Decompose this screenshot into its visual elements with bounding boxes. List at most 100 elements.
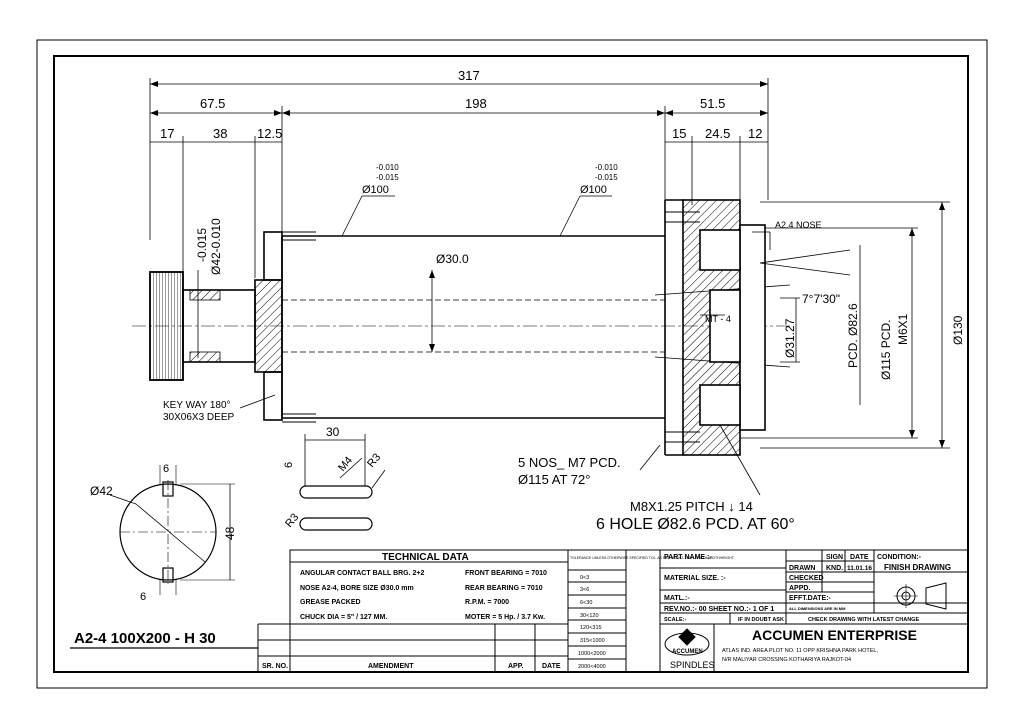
nose-label: A2.4 NOSE	[775, 220, 822, 230]
tb-matl: MATL.:-	[664, 595, 690, 602]
dimension-text: 317 67.5 198 51.5 17 38 12.5 15 24.5 12 …	[90, 68, 965, 603]
tb-addr2: N/R MALIYAR CROSSING KOTHARIYA RAJKOT-04	[722, 657, 851, 663]
technical-data-table	[257, 549, 661, 673]
key-r3-b: R3	[283, 511, 301, 529]
dia-30: Ø30.0	[436, 252, 469, 266]
dia-42-tol-1: -0.015	[195, 228, 209, 262]
section-6-bottom: 6	[140, 591, 146, 603]
dim-12: 12	[748, 126, 762, 141]
dia-130: Ø130	[951, 315, 965, 345]
dim-mid-section: 198	[465, 96, 487, 111]
tol-row-0: 0<3	[580, 575, 589, 581]
dia-42-tol-2: Ø42-0.010	[209, 218, 223, 275]
tol-left-2: -0.015	[376, 173, 399, 182]
spindle-body	[132, 199, 851, 456]
amend-sr: SR. NO.	[262, 663, 288, 670]
tb-drawn-date: 11.01.16	[847, 565, 872, 572]
m8-note-2: 6 HOLE Ø82.6 PCD. AT 60°	[596, 516, 795, 533]
section-48: 48	[223, 526, 237, 540]
tb-date: DATE	[850, 554, 869, 561]
key-detail	[299, 434, 386, 531]
dim-15: 15	[672, 126, 686, 141]
dim-left-section: 67.5	[200, 96, 225, 111]
tb-part-name: PART NAME :-	[664, 554, 712, 561]
tech-l2: NOSE A2-4, BORE SIZE Ø30.0 mm	[300, 585, 414, 592]
tb-doubt: IF IN DOUBT ASK	[738, 617, 784, 623]
tb-company: ACCUMEN ENTERPRISE	[752, 627, 917, 643]
title-block	[659, 549, 969, 673]
tech-l1: ANGULAR CONTACT BALL BRG. 2+2	[300, 570, 424, 577]
tech-r2: REAR BEARING = 7010	[465, 585, 543, 592]
tol-row-7: 2000<4000	[578, 664, 606, 670]
amend-date: DATE	[542, 663, 561, 670]
amend-app: APP.	[508, 663, 523, 670]
tb-drawn: DRAWN	[789, 565, 815, 572]
tol-row-5: 315<1000	[580, 638, 605, 644]
section-view	[109, 465, 235, 595]
tb-addr1: ATLAS IND. AREA PLOT NO. 11 OPP KRISHNA …	[722, 648, 878, 654]
tb-finish: FINISH DRAWING	[884, 563, 951, 572]
tb-material: MATERIAL SIZE. :-	[664, 575, 726, 582]
tol-row-4: 120<315	[580, 625, 602, 631]
tb-knd: KND.	[826, 565, 843, 572]
tb-check: CHECK DRAWING WITH LATEST CHANGE	[808, 617, 919, 623]
model-label: A2-4 100X200 - H 30	[74, 630, 216, 647]
nos-note-2: Ø115 AT 72°	[518, 472, 590, 487]
tech-r3: R.P.M. = 7000	[465, 599, 509, 606]
key-dim-30: 30	[326, 425, 340, 439]
tb-logo-text: ACCUMEN	[672, 649, 703, 655]
dim-38: 38	[213, 126, 227, 141]
tb-appd: APPD.	[789, 585, 810, 592]
tb-sign: SIGN	[826, 554, 843, 561]
tol-row-1: 3<6	[580, 587, 589, 593]
tb-condition: CONDITION:-	[877, 554, 922, 561]
tol-header: TOLERANCE UNLESS OTHERWISE SPECIFIED TOL…	[570, 556, 735, 560]
leader-lines	[239, 195, 771, 496]
tol-row-2: 6<30	[580, 600, 592, 606]
m8-note-1: M8X1.25 PITCH ↓ 14	[630, 499, 753, 514]
title-block-text: PART NAME :- MATERIAL SIZE. :- MATL.:- R…	[664, 554, 951, 670]
pcd-115: Ø115 PCD.	[879, 320, 893, 380]
outer-border	[36, 39, 988, 689]
amend-amendment: AMENDMENT	[368, 663, 414, 670]
mt-4: MT - 4	[705, 314, 731, 324]
tech-r4: MOTER = 5 Hp. / 3.7 Kw.	[465, 614, 545, 621]
pcd-82-6: PCD. Ø82.6	[846, 303, 860, 368]
tol-left-1: -0.010	[376, 163, 399, 172]
tb-spindles: SPINDLES	[670, 660, 715, 670]
m6x1: M6X1	[896, 313, 910, 345]
tech-l4: CHUCK DIA = 5" / 127 MM.	[300, 614, 387, 621]
dim-24-5: 24.5	[705, 126, 730, 141]
dia-31-27: Ø31.27	[783, 318, 797, 358]
keyway-2: 30X06X3 DEEP	[163, 412, 234, 423]
tb-efft: EFFT.DATE:-	[789, 595, 832, 602]
dim-17: 17	[160, 126, 174, 141]
key-m4: M4	[336, 455, 355, 474]
arrowheads	[150, 81, 945, 448]
technical-data-text: TECHNICAL DATA ANGULAR CONTACT BALL BRG.…	[262, 552, 561, 670]
taper-angle: 7°7'30"	[802, 292, 840, 306]
nos-note-1: 5 NOS_ M7 PCD.	[518, 455, 621, 470]
key-r3-a: R3	[365, 451, 383, 469]
tb-dims-note: ALL DIMENSIONS ARE IN MM	[789, 606, 846, 611]
tolerance-text: TOLERANCE UNLESS OTHERWISE SPECIFIED TOL…	[570, 556, 735, 670]
dim-right-section: 51.5	[700, 96, 725, 111]
keyway-1: KEY WAY 180°	[163, 400, 231, 411]
tb-checked: CHECKED	[789, 575, 824, 582]
tol-row-3: 30<120	[580, 613, 599, 619]
section-dia-42: Ø42	[90, 484, 113, 498]
inner-border	[53, 55, 969, 673]
tech-l3: GREASE PACKED	[300, 599, 361, 606]
tol-right-2: -0.015	[595, 173, 618, 182]
tb-rev: REV.NO.:- 00 SHEET NO.:- 1 OF 1	[664, 606, 774, 613]
dim-overall: 317	[458, 68, 480, 83]
dia-100-left: Ø100	[362, 184, 389, 196]
tb-scale: SCALE:-	[664, 617, 686, 623]
tech-title: TECHNICAL DATA	[382, 552, 469, 563]
tol-row-6: 1000<2000	[578, 651, 606, 657]
section-6-top: 6	[163, 463, 169, 475]
key-dim-6: 6	[283, 462, 295, 468]
tol-right-1: -0.010	[595, 163, 618, 172]
tech-r1: FRONT BEARING = 7010	[465, 570, 547, 577]
